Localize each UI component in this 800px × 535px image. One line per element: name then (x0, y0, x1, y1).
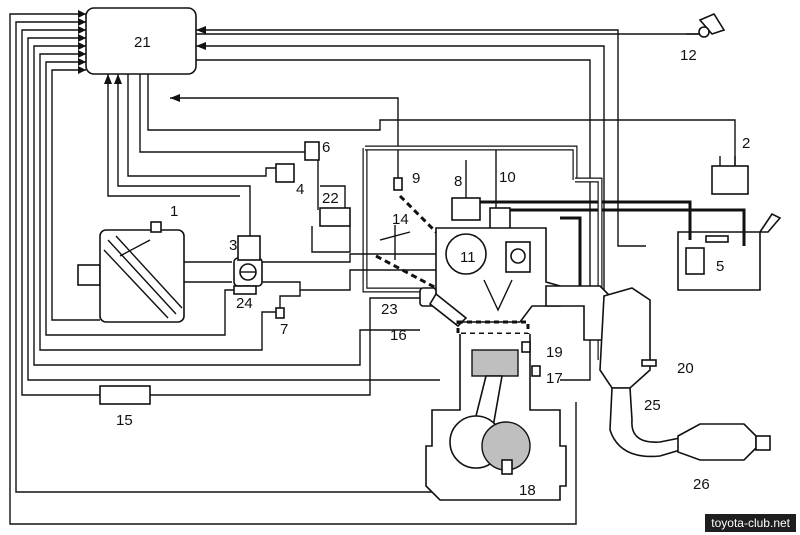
part-label-14: 14 (392, 211, 409, 228)
sensor-9 (393, 177, 403, 191)
watermark: toyota-club.net (705, 514, 796, 532)
throttle-sensor (233, 285, 257, 295)
part-label-23: 23 (381, 301, 398, 318)
part-label-25: 25 (644, 397, 661, 414)
exhaust-manifold (545, 285, 611, 341)
ecu-arrowheads (78, 10, 206, 102)
part-label-2: 2 (742, 135, 750, 152)
part-label-11: 11 (460, 249, 476, 266)
part-label-26: 26 (693, 476, 710, 493)
vsv-4 (275, 163, 295, 183)
catalyst-25 (599, 287, 651, 389)
pressure-regulator (489, 207, 511, 231)
ecu-box (85, 7, 197, 75)
part-label-5: 5 (716, 258, 724, 275)
fuel-rail (451, 197, 481, 221)
part-label-12: 12 (680, 47, 697, 64)
part-label-24: 24 (236, 295, 253, 312)
part-label-8: 8 (454, 173, 462, 190)
part-label-3: 3 (229, 237, 237, 254)
part-label-17: 17 (546, 370, 563, 387)
fuel-sender (705, 235, 729, 243)
idle-valve (237, 235, 261, 261)
part-label-22: 22 (322, 190, 339, 207)
catalyst-26 (677, 423, 757, 461)
air-cleaner-inlet (77, 264, 101, 286)
part-label-6: 6 (322, 139, 330, 156)
part-label-10: 10 (499, 169, 516, 186)
part-label-15: 15 (116, 412, 133, 429)
vsv-6 (304, 141, 320, 161)
part-label-18: 18 (519, 482, 536, 499)
fuel-pump (685, 247, 705, 275)
piston (471, 349, 519, 377)
o2-sensor (641, 359, 657, 367)
part-label-1: 1 (170, 203, 178, 220)
part-label-4: 4 (296, 181, 304, 198)
part-label-9: 9 (412, 170, 420, 187)
iat-sensor (150, 221, 162, 233)
knock-sensor (521, 341, 531, 353)
charcoal-canister (711, 165, 749, 195)
intake-cam (445, 233, 487, 275)
egr-valve (319, 207, 351, 227)
part-label-20: 20 (677, 360, 694, 377)
sensor-7 (275, 307, 285, 319)
part-label-16: 16 (390, 327, 407, 344)
crank-sensor (501, 459, 513, 475)
part-label-19: 19 (546, 344, 563, 361)
module-15 (99, 385, 151, 405)
coolant-sensor (531, 365, 541, 377)
part-label-7: 7 (280, 321, 288, 338)
part-label-21: 21 (134, 34, 151, 51)
